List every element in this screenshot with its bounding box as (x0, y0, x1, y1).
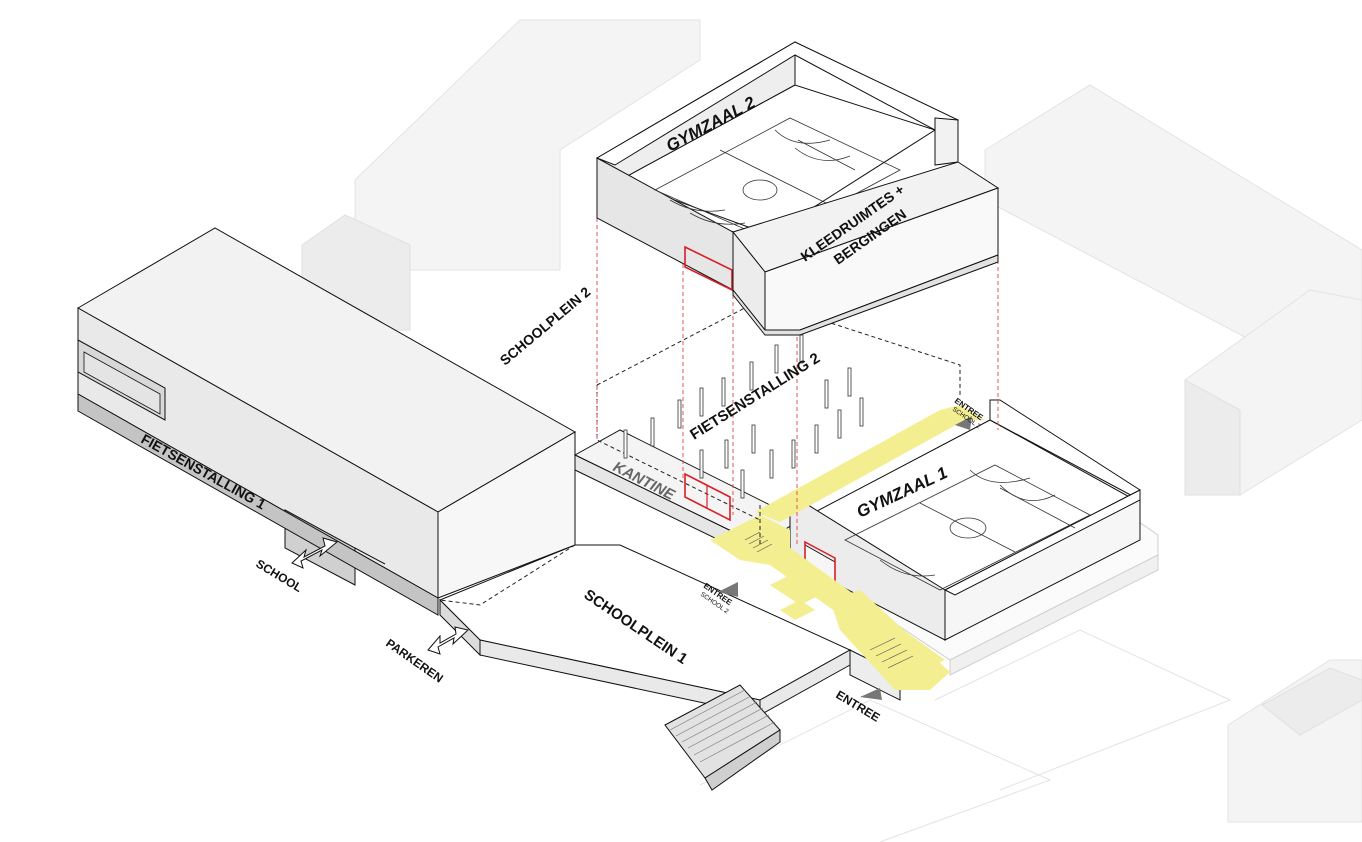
bike-rack (814, 424, 819, 454)
bike-rack (749, 361, 754, 391)
schoolplein-1-platform (439, 544, 901, 791)
bike-rack (769, 449, 774, 479)
bike-rack (751, 424, 756, 454)
entree-arrow-school2-lower (718, 582, 738, 597)
route-stair-hatch (744, 531, 914, 669)
tribune-side (704, 729, 781, 791)
bike-rack (824, 379, 829, 409)
route-lower (830, 590, 950, 690)
highlight-box-kantine (684, 472, 731, 522)
fietsenstalling-1-plinth (77, 393, 439, 616)
plinth-right-edge (949, 554, 1159, 676)
gymzaal-1-front-wall-top (943, 489, 1141, 596)
fietsenstalling-1-dashed-outline (439, 544, 576, 606)
context-buildings (301, 19, 1362, 842)
markers (291, 416, 972, 700)
entree-arrow-school2-upper (955, 416, 972, 430)
context-building-bottom-right-top (1261, 667, 1362, 736)
bike-rack (837, 409, 842, 439)
bike-rack (623, 429, 628, 459)
kleedruimtes-volume (732, 161, 1000, 336)
gymzaal-1-court-lines (844, 464, 1091, 591)
bike-rack (774, 344, 779, 374)
bike-rack (847, 367, 852, 397)
highlight-box-gymzaal-2 (684, 245, 733, 292)
route-upper-diagonal (755, 410, 965, 522)
projection-lines (596, 190, 999, 545)
school-double-arrow (291, 537, 339, 569)
gymzaal-1-building (789, 399, 1141, 641)
schoolplein-1-edge-left (439, 598, 481, 657)
bike-rack (791, 439, 796, 469)
context-ground-line-b (699, 699, 1052, 842)
route-upper-turn (940, 405, 985, 420)
bike-rack (799, 334, 804, 364)
fietsenstalling-2-dashed-outline (596, 299, 961, 395)
parkeren-double-arrow (427, 626, 470, 655)
fietsenstalling-2-volume (596, 299, 961, 545)
route-entrance-strip (780, 600, 815, 620)
bike-rack (859, 397, 864, 427)
label-schoolplein-2: SCHOOLPLEIN 2 (497, 283, 594, 368)
bike-rack (721, 377, 726, 407)
bike-rack (650, 417, 655, 447)
fietsenstalling-2-dashed-left (596, 385, 761, 521)
bike-rack (740, 469, 745, 499)
bike-rack (699, 449, 704, 479)
circulation-route (710, 405, 985, 690)
bike-rack (724, 439, 729, 469)
gymzaal-2-volume (595, 41, 960, 292)
route-stairs (770, 570, 830, 605)
bike-rack (699, 387, 704, 417)
bike-racks (623, 334, 864, 499)
kleedruimtes-base (732, 254, 999, 336)
gymzaal-2-right-wall (934, 117, 959, 166)
tribune-lines (669, 689, 776, 763)
fietsenstalling-1-building (76, 227, 577, 616)
entree-arrow-main (860, 688, 882, 700)
context-building-right-mid-front (1184, 379, 1241, 496)
context-ground-line-a (934, 629, 1232, 791)
gymzaal-2-court-lines (654, 117, 901, 241)
bike-rack (677, 399, 682, 429)
fietsenstalling-1-window-inner (83, 351, 161, 415)
kantine-level (573, 429, 802, 561)
